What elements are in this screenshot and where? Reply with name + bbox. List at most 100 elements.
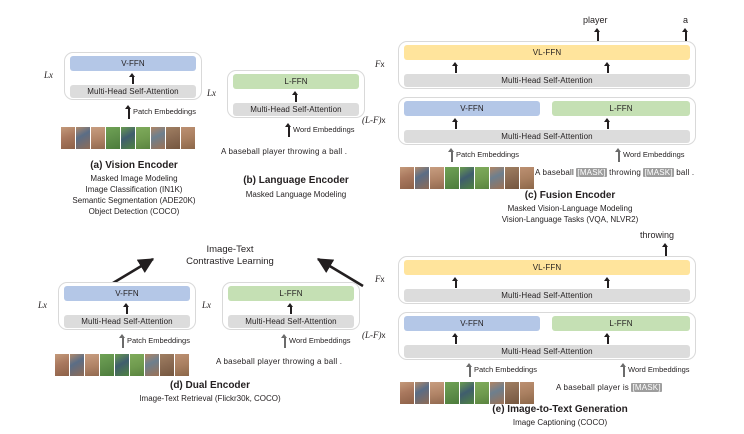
panel-c-l-ffn-bar: L-FFN <box>552 101 690 116</box>
image-patch <box>490 167 504 189</box>
panel-b-repeat-label: Lx <box>207 88 216 98</box>
panel-e-repeat-label-fx: Fx <box>375 274 385 284</box>
panel-d-image-patch-strip <box>55 354 189 376</box>
panel-c-title: (c) Fusion Encoder <box>524 190 616 201</box>
panel-d-l-ffn-bar: L-FFN <box>228 286 354 301</box>
image-patch <box>415 382 429 404</box>
token: A <box>535 168 541 177</box>
panel-a-repeat-label: Lx <box>44 70 53 80</box>
panel-a-patch-embeddings-label: Patch Embeddings <box>133 107 196 116</box>
image-patch <box>400 382 414 404</box>
panel-b-word-embeddings-label: Word Embeddings <box>293 125 355 134</box>
image-patch <box>430 167 444 189</box>
panel-d-word-embeddings-label: Word Embeddings <box>289 336 351 345</box>
image-patch <box>181 127 195 149</box>
panel-a-image-patch-strip <box>61 127 195 149</box>
panel-c-repeat-label-fx: Fx <box>375 59 385 69</box>
image-patch <box>505 167 519 189</box>
token: . <box>691 168 695 177</box>
panel-e-fusion-mhsa-bar: Multi-Head Self-Attention <box>404 289 690 302</box>
panel-e-arrow-mhsa-to-lffn <box>604 333 611 344</box>
token: A <box>556 383 562 392</box>
panel-e-arrow-patch-embeddings <box>466 363 473 377</box>
panel-e-arrow-mhsa-to-vlffn-right <box>604 277 611 288</box>
panel-c-image-patch-strip <box>400 167 534 189</box>
panel-e-dual-mhsa-bar: Multi-Head Self-Attention <box>404 345 690 358</box>
image-patch <box>520 167 534 189</box>
panel-c-vl-ffn-bar: VL-FFN <box>404 45 690 60</box>
panel-c-subtitle-1: Vision-Language Tasks (VQA, NLVR2) <box>501 215 639 224</box>
panel-b-arrow-mhsa-to-lffn <box>292 91 299 102</box>
panel-a-mhsa-bar: Multi-Head Self-Attention <box>70 85 196 98</box>
token: player <box>597 383 621 392</box>
panel-e-arrow-out-throwing <box>662 243 669 256</box>
panel-d-objective-line-0: Image-Text <box>206 244 254 255</box>
image-patch <box>145 354 159 376</box>
panel-e-l-ffn-bar: L-FFN <box>552 316 690 331</box>
panel-c-repeat-label-lfx: (L-F)x <box>362 115 386 125</box>
image-patch <box>136 127 150 149</box>
panel-e-arrow-word-embeddings <box>620 363 627 377</box>
panel-c-output-token-player: player <box>583 15 608 25</box>
panel-a-title: (a) Vision Encoder <box>90 160 178 171</box>
panel-b-l-ffn-bar: L-FFN <box>233 74 359 89</box>
panel-c-arrow-mhsa-to-vlffn-left <box>452 62 459 73</box>
panel-c-dual-mhsa-bar: Multi-Head Self-Attention <box>404 130 690 143</box>
image-patch <box>520 382 534 404</box>
panel-c-arrow-mhsa-to-lffn <box>604 118 611 129</box>
panel-d-objective-line-1: Contrastive Learning <box>186 256 274 267</box>
image-patch <box>415 167 429 189</box>
panel-b-arrow-word-embeddings <box>285 123 292 137</box>
image-patch <box>400 167 414 189</box>
image-patch <box>151 127 165 149</box>
panel-c-input-sentence: A baseball [MASK] throwing [MASK] ball . <box>535 168 694 177</box>
image-patch <box>100 354 114 376</box>
panel-d-arrow-patch-embeddings <box>119 334 126 348</box>
image-patch <box>490 382 504 404</box>
token: baseball <box>542 168 574 177</box>
panel-c-arrow-mhsa-to-vffn <box>452 118 459 129</box>
panel-a-subtitle-3: Object Detection (COCO) <box>88 207 180 216</box>
panel-a-subtitle-0: Masked Image Modeling <box>90 174 178 183</box>
panel-c-v-ffn-bar: V-FFN <box>404 101 540 116</box>
panel-b-mhsa-bar: Multi-Head Self-Attention <box>233 103 359 116</box>
image-patch <box>61 127 75 149</box>
panel-e-word-embeddings-label: Word Embeddings <box>628 365 690 374</box>
image-patch <box>70 354 84 376</box>
panel-d-vision-repeat-label: Lx <box>38 300 47 310</box>
panel-e-v-ffn-bar: V-FFN <box>404 316 540 331</box>
panel-a-v-ffn-bar: V-FFN <box>70 56 196 71</box>
image-patch <box>475 167 489 189</box>
panel-e-title: (e) Image-to-Text Generation <box>492 404 628 415</box>
panel-a-arrow-patch-embeddings <box>125 105 132 119</box>
image-patch <box>130 354 144 376</box>
panel-d-language-repeat-label: Lx <box>202 300 211 310</box>
image-patch <box>91 127 105 149</box>
panel-e-image-patch-strip <box>400 382 534 404</box>
panel-a-arrow-mhsa-to-vffn <box>129 73 136 84</box>
panel-d-subtitle-0: Image-Text Retrieval (Flickr30k, COCO) <box>139 394 281 403</box>
panel-e-output-token-throwing: throwing <box>640 230 675 240</box>
panel-d-objective: Image-Text Contrastive Learning <box>150 244 310 268</box>
panel-e-repeat-label-lfx: (L-F)x <box>362 330 386 340</box>
image-patch <box>445 382 459 404</box>
panel-d-arrow-mhsa-to-lffn <box>287 303 294 314</box>
token: baseball <box>563 383 595 392</box>
image-patch <box>115 354 129 376</box>
panel-d-arrow-mhsa-to-vffn <box>123 303 130 314</box>
panel-d-v-ffn-bar: V-FFN <box>64 286 190 301</box>
image-patch <box>430 382 444 404</box>
panel-c-arrow-mhsa-to-vlffn-right <box>604 62 611 73</box>
image-patch <box>460 167 474 189</box>
image-patch <box>475 382 489 404</box>
image-patch <box>445 167 459 189</box>
token: throwing <box>609 168 641 177</box>
image-patch <box>76 127 90 149</box>
panel-e-patch-embeddings-label: Patch Embeddings <box>474 365 537 374</box>
panel-e-arrow-mhsa-to-vlffn-left <box>452 277 459 288</box>
image-patch <box>85 354 99 376</box>
panel-d-vision-mhsa-bar: Multi-Head Self-Attention <box>64 315 190 328</box>
image-patch <box>106 127 120 149</box>
panel-c-arrow-patch-embeddings <box>448 148 455 162</box>
